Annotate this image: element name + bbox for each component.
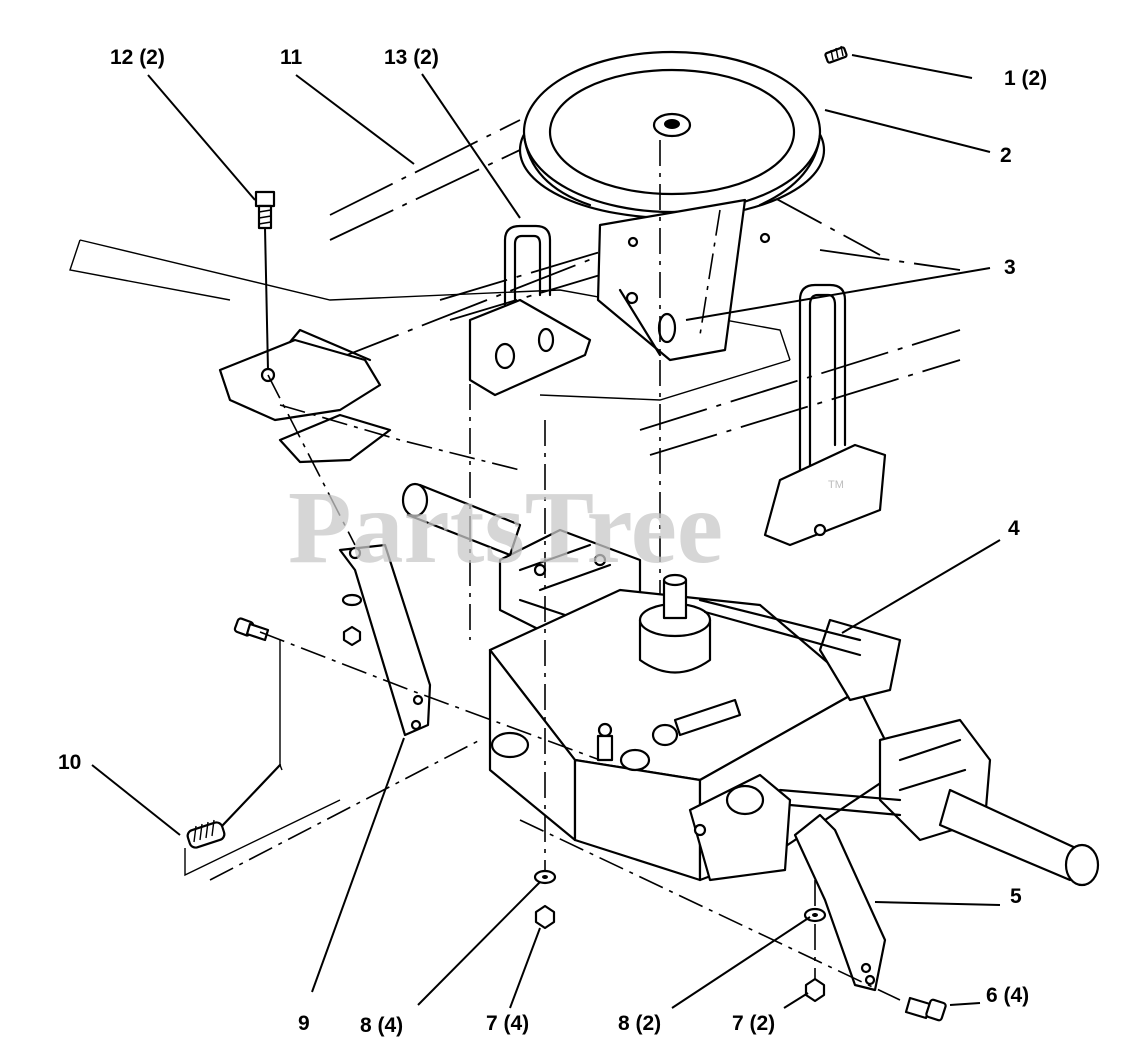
callout-8-right: 8 (2) bbox=[618, 1012, 661, 1035]
callout-4: 4 bbox=[1008, 517, 1020, 540]
bolt-part-12[interactable] bbox=[254, 190, 276, 371]
callout-13: 13 (2) bbox=[384, 46, 439, 69]
u-bolt-part-13-left[interactable] bbox=[468, 224, 592, 397]
bracket-part-3[interactable] bbox=[596, 198, 771, 362]
callout-12: 12 (2) bbox=[110, 46, 165, 69]
pulley-part-2[interactable] bbox=[518, 50, 826, 220]
callout-8-left: 8 (4) bbox=[360, 1014, 403, 1037]
leader-lines bbox=[91, 54, 1001, 1009]
callout-labels: 1 (2) 2 3 4 5 6 (4) 7 (2) 7 (4) 8 (2) 8 … bbox=[58, 46, 1047, 1037]
callout-3: 3 bbox=[1004, 256, 1016, 279]
bracket-part-9[interactable] bbox=[338, 543, 432, 737]
set-screw-part-1[interactable] bbox=[824, 45, 848, 64]
callout-11: 11 bbox=[280, 46, 303, 69]
bolt-left[interactable] bbox=[233, 617, 270, 642]
callout-5: 5 bbox=[1010, 885, 1022, 908]
assembly-centerlines bbox=[209, 209, 901, 1001]
callout-7-right: 7 (2) bbox=[732, 1012, 775, 1035]
watermark-trademark: TM bbox=[828, 479, 844, 491]
bracket-part-5[interactable] bbox=[793, 813, 887, 992]
linkage-rod bbox=[184, 640, 341, 877]
hanger-bracket[interactable] bbox=[218, 328, 392, 464]
callout-7-left: 7 (4) bbox=[486, 1012, 529, 1035]
u-bolt-part-13-right[interactable] bbox=[763, 283, 887, 547]
callout-2: 2 bbox=[1000, 144, 1012, 167]
watermark-text: PartsTree bbox=[288, 470, 723, 585]
washer-nut-stack-upper[interactable] bbox=[341, 593, 363, 647]
callout-6: 6 (4) bbox=[986, 984, 1029, 1007]
callout-10: 10 bbox=[58, 751, 81, 774]
spring-part-10[interactable] bbox=[186, 763, 282, 849]
bolt-part-6[interactable] bbox=[904, 996, 947, 1022]
nut-part-7-right[interactable] bbox=[804, 977, 826, 1003]
washer-part-8-left[interactable] bbox=[533, 869, 557, 885]
callout-1: 1 (2) bbox=[1004, 67, 1047, 90]
callout-9: 9 bbox=[298, 1012, 310, 1035]
watermark: PartsTree TM bbox=[288, 470, 844, 585]
nut-part-7-left[interactable] bbox=[534, 904, 556, 930]
transaxle-part-4[interactable] bbox=[401, 482, 1100, 887]
